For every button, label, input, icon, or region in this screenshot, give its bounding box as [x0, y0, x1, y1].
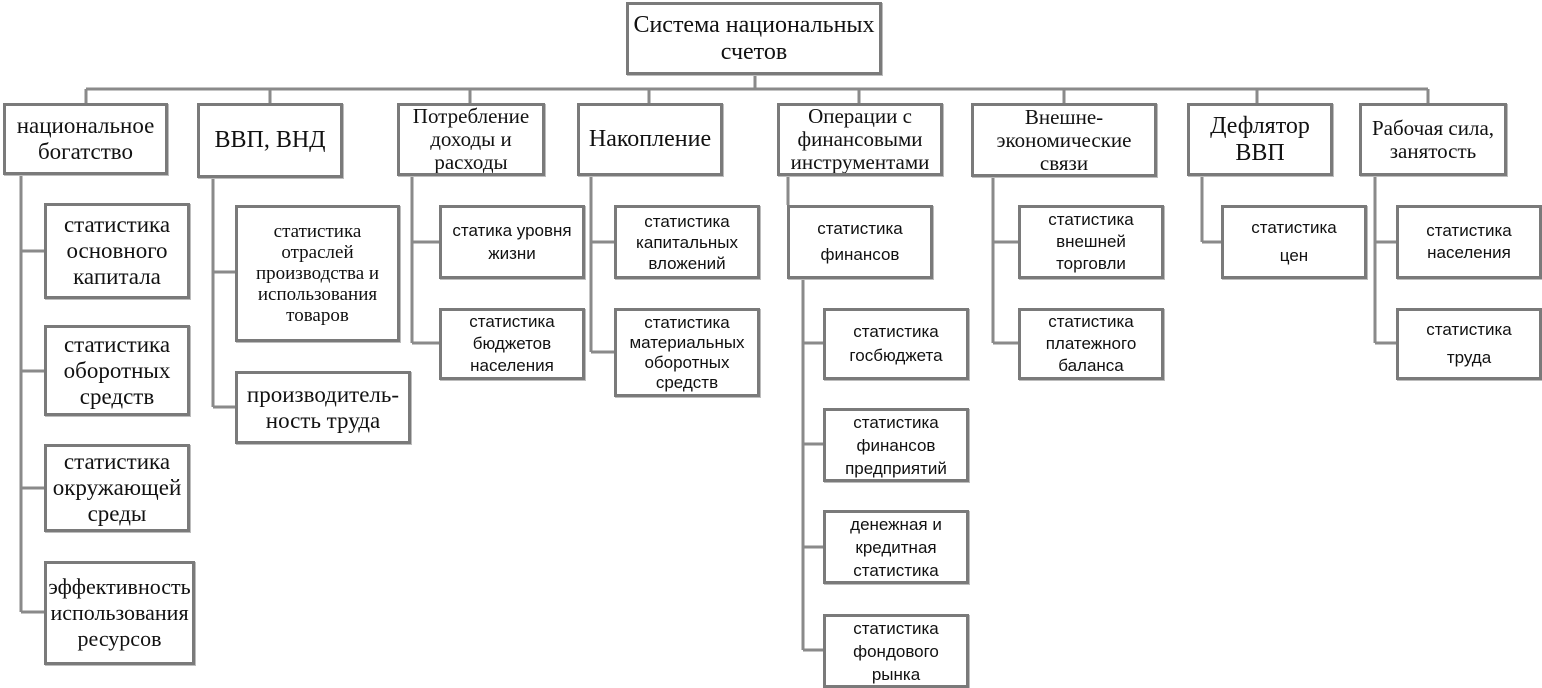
node-capital-investment-statistics: статистика капитальных вложений: [614, 205, 760, 279]
root-node: Система национальных счетов: [626, 2, 882, 75]
node-national-wealth: национальное богатство: [3, 103, 168, 175]
node-household-budget-statistics: статистика бюджетов населения: [439, 308, 585, 380]
node-finance-statistics: статистика финансов: [787, 205, 933, 279]
node-gdp-deflator: Дефлятор ВВП: [1187, 103, 1333, 176]
node-living-standards-statistics: статика уровня жизни: [439, 205, 585, 279]
node-industry-statistics: статистика отраслей производства и испол…: [235, 205, 400, 342]
node-price-statistics: статистика цен: [1221, 205, 1367, 279]
node-financial-instruments: Операции с финансовыми инструментами: [777, 103, 943, 176]
node-foreign-economic-relations: Внешне- экономические связи: [971, 103, 1157, 177]
node-fixed-capital-statistics: статистика основного капитала: [44, 203, 190, 299]
node-balance-of-payments-statistics: статистика платежного баланса: [1018, 308, 1164, 380]
node-accumulation: Накопление: [577, 103, 723, 176]
node-foreign-trade-statistics: статистика внешней торговли: [1018, 205, 1164, 279]
node-stock-market-statistics: статистика фондового рынка: [823, 614, 969, 688]
node-gdp-gni: ВВП, ВНД: [197, 103, 343, 178]
node-monetary-credit-statistics: денежная и кредитная статистика: [823, 510, 969, 584]
node-state-budget-statistics: статистика госбюджета: [823, 308, 969, 380]
node-labor-force-employment: Рабочая сила, занятость: [1359, 103, 1507, 176]
node-working-capital-statistics: статистика оборотных средств: [44, 325, 190, 416]
node-labor-statistics: статистика труда: [1396, 308, 1542, 380]
node-environment-statistics: статистика окружающей среды: [44, 444, 190, 532]
node-material-assets-statistics: статистика материальных оборотных средст…: [614, 308, 760, 397]
node-population-statistics: статистика населения: [1396, 205, 1542, 279]
node-consumption-income: Потребление доходы и расходы: [397, 103, 545, 176]
node-resource-efficiency: эффективность использования ресурсов: [44, 561, 195, 665]
node-labor-productivity: производитель- ность труда: [235, 371, 411, 444]
node-enterprise-finance-statistics: статистика финансов предприятий: [823, 408, 969, 482]
